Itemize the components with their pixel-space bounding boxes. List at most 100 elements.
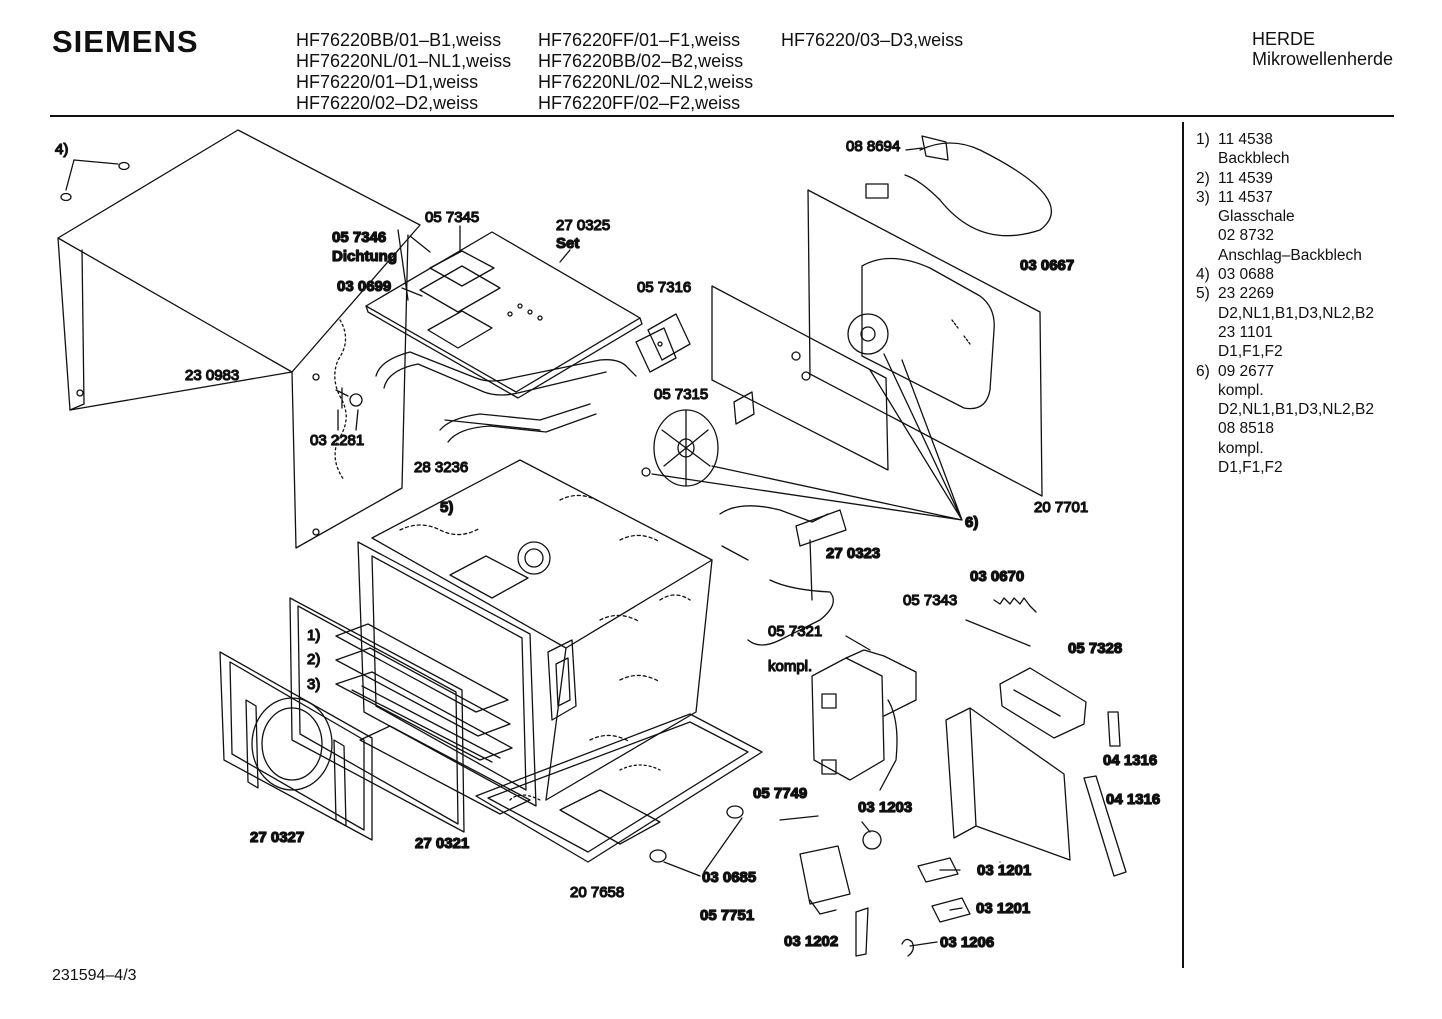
bracket-drawing: [635, 313, 691, 373]
label-03-1201: 03 1201: [977, 862, 1031, 879]
note-row: D1,F1,F2: [1196, 342, 1374, 361]
label-23-0983: 23 0983: [185, 367, 239, 384]
note-text: 03 0688: [1218, 266, 1275, 284]
screw-drawing: [60, 159, 130, 202]
top-plate-drawing: [365, 229, 643, 399]
label-05-7321: 05 7321: [768, 623, 822, 640]
note-text: 02 8732: [1218, 227, 1275, 245]
label-03-1201: 03 1201: [976, 900, 1030, 917]
note-text: D2,NL1,B1,D3,NL2,B2: [1218, 401, 1374, 419]
note-num: 1): [1196, 131, 1210, 148]
note-text: 23 2269: [1218, 285, 1275, 303]
note-num: [1196, 246, 1218, 265]
note-num: [1196, 400, 1218, 419]
category-line: HERDE: [1252, 29, 1316, 49]
switch-assembly-drawing: [811, 649, 917, 791]
model-list-col2: HF76220FF/01–F1,weiss HF76220BB/02–B2,we…: [538, 30, 753, 114]
label-dichtung: Dichtung: [332, 248, 397, 265]
note-text: 23 1101: [1218, 323, 1273, 341]
note-num: 4): [1196, 266, 1210, 284]
header-divider: [50, 115, 1394, 117]
label-27-0325: 27 0325: [556, 217, 610, 234]
callout-6: 6): [965, 514, 978, 531]
heating-element-drawing: [375, 351, 637, 443]
note-num: [1196, 419, 1218, 438]
label-20-7658: 20 7658: [570, 884, 624, 901]
note-row: Glasschale: [1196, 207, 1374, 226]
note-text: Anschlag–Backblech: [1218, 246, 1362, 264]
label-03-1202: 03 1202: [784, 933, 838, 950]
note-text: 11 4538: [1218, 131, 1273, 148]
label-08-8694: 08 8694: [846, 138, 900, 155]
label-20-7701: 20 7701: [1034, 499, 1088, 516]
note-row: 02 8732: [1196, 226, 1374, 245]
brand-logo: SIEMENS: [52, 24, 199, 59]
note-row: Backblech: [1196, 149, 1374, 168]
label-leaders: [401, 147, 1001, 947]
note-text: D1,F1,F2: [1218, 343, 1283, 361]
note-row: kompl.: [1196, 381, 1374, 400]
category-heading: HERDE Mikrowellenherde: [1252, 29, 1393, 69]
foot-drawing: [649, 805, 744, 877]
label-04-1316: 04 1316: [1103, 752, 1157, 769]
category-subline: Mikrowellenherde: [1252, 49, 1394, 69]
label-03-0667: 03 0667: [1020, 257, 1074, 274]
spring-drawing: [965, 597, 1037, 647]
note-row: 5) 23 2269: [1196, 284, 1374, 303]
label-27-0323: 27 0323: [826, 545, 880, 562]
latch-bracket-drawing: [999, 667, 1127, 877]
note-num: [1196, 458, 1218, 477]
front-frame-drawing: [357, 541, 577, 807]
door-seal-drawing: [289, 597, 531, 833]
document-number: 231594–4/3: [52, 967, 137, 984]
note-num: [1196, 381, 1218, 400]
note-row: 23 1101: [1196, 323, 1374, 342]
note-row: 08 8518: [1196, 419, 1374, 438]
note-num: 3): [1196, 188, 1210, 206]
wiring-harness-drawing: [719, 505, 847, 646]
label-05-7749: 05 7749: [753, 785, 807, 802]
fan-cover-drawing: [711, 285, 889, 471]
label-28-3236: 28 3236: [414, 459, 468, 476]
note-num: 5): [1196, 285, 1210, 303]
model-entry: HF76220FF/01–F1,weiss: [538, 30, 741, 50]
note-row: 2)11 4539: [1196, 169, 1374, 188]
model-entry: HF76220BB/01–B1,weiss: [296, 30, 502, 50]
exploded-parts-diagram: 4) 23 0983 05 7346 Dichtung 05 7345 27 0…: [54, 129, 1161, 957]
label-04-1316: 04 1316: [1106, 791, 1160, 808]
note-row: 6) 09 2677: [1196, 362, 1374, 381]
model-entry: HF76220/02–D2,weiss: [296, 93, 479, 113]
note-text: D1,F1,F2: [1218, 459, 1283, 477]
label-27-0321: 27 0321: [415, 835, 469, 852]
note-text: 09 2677: [1218, 362, 1275, 380]
label-05-7316: 05 7316: [637, 279, 691, 296]
base-tray-drawing: [475, 713, 763, 863]
callout-4: 4): [55, 141, 68, 158]
note-text: 11 4539: [1218, 169, 1273, 187]
side-bracket-drawing: [945, 707, 1071, 861]
note-row: D2,NL1,B1,D3,NL2,B2: [1196, 400, 1374, 419]
label-05-7315: 05 7315: [654, 386, 708, 403]
note-text: Glasschale: [1218, 208, 1295, 226]
label-kompl: kompl.: [768, 658, 812, 675]
label-03-0670: 03 0670: [970, 568, 1024, 585]
notes-divider: [1182, 122, 1184, 968]
label-03-1206: 03 1206: [940, 934, 994, 951]
outer-casing-drawing: [57, 129, 421, 549]
oven-cavity-drawing: [371, 459, 713, 801]
note-num: [1196, 226, 1218, 245]
note-row: 3)11 4537: [1196, 188, 1374, 207]
note-num: 6): [1196, 362, 1210, 380]
screw-drawing: [335, 387, 363, 431]
label-03-0685: 03 0685: [702, 869, 756, 886]
label-05-7346: 05 7346: [332, 229, 386, 246]
model-entry: HF76220FF/02–F2,weiss: [538, 93, 741, 113]
label-05-7343: 05 7343: [903, 592, 957, 609]
model-entry: HF76220NL/01–NL1,weiss: [296, 51, 512, 71]
note-row: D1,F1,F2: [1196, 458, 1374, 477]
leader-lines-drawing: [651, 353, 963, 521]
model-list-col3: HF76220/03–D3,weiss: [781, 30, 963, 51]
note-text: Backblech: [1218, 150, 1290, 168]
note-row: 4) 03 0688: [1196, 265, 1374, 284]
oven-door-drawing: [219, 651, 373, 841]
